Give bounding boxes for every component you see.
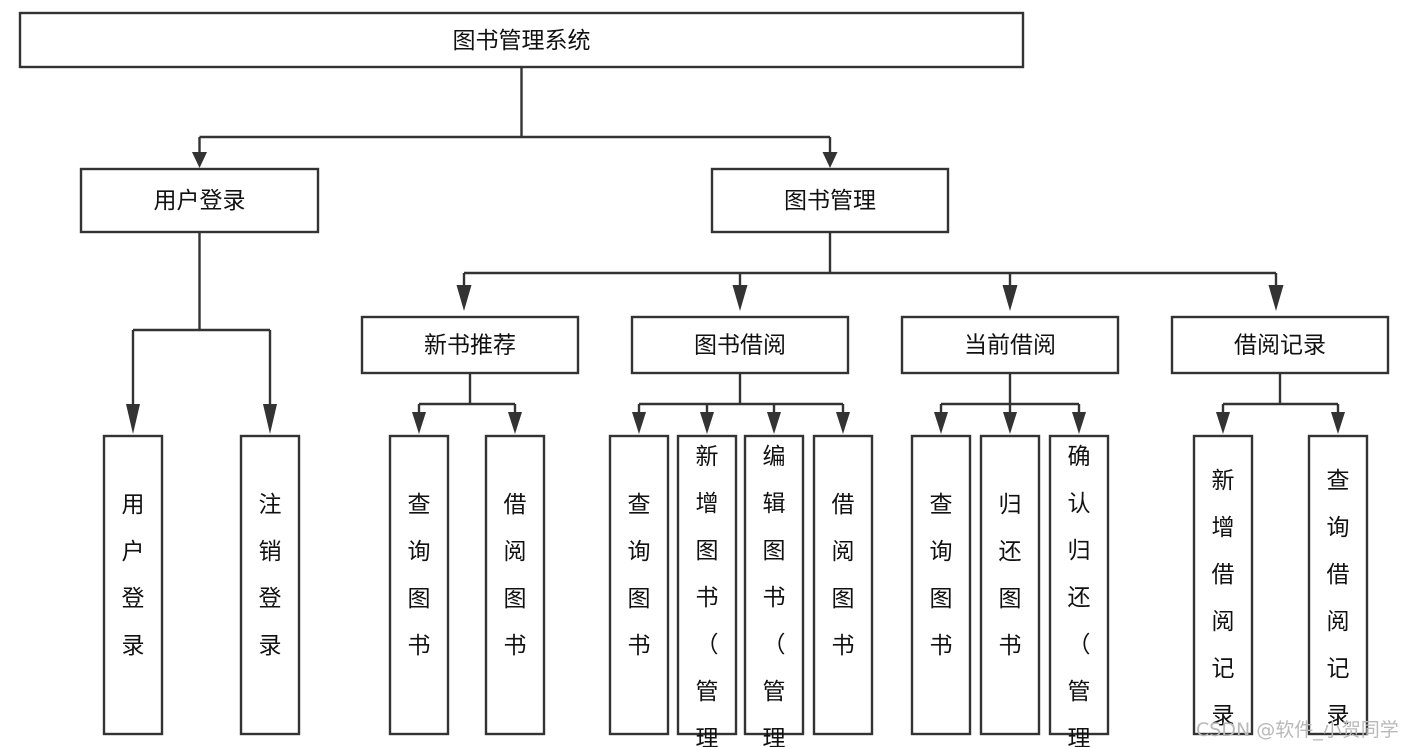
node-leaf-add-book[interactable]: 新增图书（管理员） — [676, 434, 738, 747]
arrowhead-leaf-query-record — [1331, 412, 1345, 434]
node-leaf-query-book-1-box[interactable] — [388, 434, 450, 736]
node-new-book-rec-box[interactable] — [360, 315, 580, 375]
arrowhead-leaf-query-book-1 — [412, 412, 426, 434]
node-leaf-logout-login[interactable]: 注销登录 — [239, 434, 301, 736]
node-current-borrow-box[interactable] — [900, 315, 1120, 375]
arrowhead-book-manage — [822, 152, 838, 168]
node-leaf-borrow-book-1-box[interactable] — [484, 434, 546, 736]
node-leaf-query-book-2[interactable]: 查询图书 — [608, 434, 670, 736]
node-book-borrow-label: 图书借阅 — [694, 333, 786, 359]
node-leaf-confirm-return-box[interactable] — [1048, 434, 1110, 736]
node-leaf-confirm-return[interactable]: 确认归还（管理员） — [1048, 434, 1110, 747]
node-book-manage-box[interactable] — [710, 167, 950, 234]
node-leaf-query-record-box[interactable] — [1307, 434, 1369, 736]
connector-layer — [126, 67, 1345, 434]
node-book-manage[interactable]: 图书管理 — [710, 167, 950, 234]
node-leaf-borrow-book-1[interactable]: 借阅图书 — [484, 434, 546, 736]
node-new-book-rec-label: 新书推荐 — [424, 333, 516, 359]
node-leaf-add-book-label: 新增图书（管理员） — [696, 444, 719, 747]
node-user-login[interactable]: 用户登录 — [79, 167, 320, 234]
node-leaf-query-book-3[interactable]: 查询图书 — [910, 434, 972, 736]
arrowhead-leaf-user-login — [126, 404, 140, 434]
node-leaf-query-record-label: 查询借阅记录 — [1327, 468, 1350, 729]
node-book-manage-label: 图书管理 — [784, 188, 876, 214]
node-leaf-borrow-book-2-label: 借阅图书 — [832, 492, 855, 659]
arrowhead-leaf-edit-book — [767, 412, 781, 434]
node-leaf-edit-book-box[interactable] — [743, 434, 805, 736]
node-user-login-label: 用户登录 — [154, 188, 246, 214]
arrowhead-leaf-query-book-3 — [934, 412, 948, 434]
node-root[interactable]: 图书管理系统 — [18, 11, 1025, 69]
node-leaf-user-login[interactable]: 用户登录 — [102, 434, 164, 736]
leaf-layer: 用户登录 注销登录 查询图书 借阅图书 查询图书 新增图书（管理员） 编辑图书（… — [102, 434, 1369, 747]
node-leaf-logout-login-label: 注销登录 — [259, 492, 282, 659]
arrowhead-user-login — [192, 152, 207, 168]
node-user-login-box[interactable] — [79, 167, 320, 234]
arrowhead-leaf-query-book-2 — [632, 412, 646, 434]
node-current-borrow[interactable]: 当前借阅 — [900, 315, 1120, 375]
node-borrow-record-label: 借阅记录 — [1234, 333, 1326, 359]
arrowhead-current-borrow — [1002, 285, 1018, 311]
csdn-watermark: CSDN @软件_小贺同学 — [1196, 719, 1399, 741]
node-leaf-query-book-1[interactable]: 查询图书 — [388, 434, 450, 736]
node-leaf-borrow-book-2-box[interactable] — [812, 434, 874, 736]
node-book-borrow-box[interactable] — [630, 315, 850, 375]
node-leaf-add-record-box[interactable] — [1192, 434, 1254, 736]
arrowhead-leaf-logout-login — [263, 404, 277, 434]
node-leaf-user-login-box[interactable] — [102, 434, 164, 736]
node-leaf-return-book[interactable]: 归还图书 — [979, 434, 1041, 736]
arrowhead-leaf-borrow-book-2 — [836, 412, 850, 434]
node-leaf-query-book-1-label: 查询图书 — [408, 492, 431, 659]
node-leaf-edit-book[interactable]: 编辑图书（管理员） — [743, 434, 805, 747]
arrowhead-leaf-add-record — [1216, 412, 1230, 434]
node-leaf-query-record[interactable]: 查询借阅记录 — [1307, 434, 1369, 736]
node-leaf-add-book-box[interactable] — [676, 434, 738, 736]
node-leaf-add-record-label: 新增借阅记录 — [1212, 468, 1235, 729]
node-book-borrow[interactable]: 图书借阅 — [630, 315, 850, 375]
node-leaf-borrow-book-2[interactable]: 借阅图书 — [812, 434, 874, 736]
node-leaf-query-book-3-label: 查询图书 — [930, 492, 953, 659]
node-leaf-query-book-2-label: 查询图书 — [628, 492, 651, 659]
arrowhead-leaf-borrow-book-1 — [508, 412, 522, 434]
node-leaf-return-book-label: 归还图书 — [999, 492, 1022, 659]
node-leaf-query-book-3-box[interactable] — [910, 434, 972, 736]
node-current-borrow-label: 当前借阅 — [964, 333, 1056, 359]
node-leaf-confirm-return-label: 确认归还（管理员） — [1068, 444, 1091, 747]
arrowhead-leaf-confirm-return — [1072, 412, 1086, 434]
node-new-book-rec[interactable]: 新书推荐 — [360, 315, 580, 375]
node-borrow-record-box[interactable] — [1170, 315, 1390, 375]
arrowhead-borrow-record — [1268, 285, 1284, 311]
node-borrow-record[interactable]: 借阅记录 — [1170, 315, 1390, 375]
node-leaf-return-book-box[interactable] — [979, 434, 1041, 736]
arrowhead-leaf-add-book — [700, 412, 714, 434]
node-leaf-logout-login-box[interactable] — [239, 434, 301, 736]
node-leaf-borrow-book-1-label: 借阅图书 — [504, 492, 527, 659]
node-leaf-add-record[interactable]: 新增借阅记录 — [1192, 434, 1254, 736]
node-leaf-user-login-label: 用户登录 — [122, 492, 145, 659]
node-leaf-query-book-2-box[interactable] — [608, 434, 670, 736]
arrowhead-leaf-return-book — [1003, 412, 1017, 434]
node-root-label: 图书管理系统 — [453, 28, 591, 54]
node-root-box[interactable] — [18, 11, 1025, 69]
arrowhead-book-borrow — [732, 285, 748, 311]
node-leaf-edit-book-label: 编辑图书（管理员） — [763, 444, 786, 747]
arrowhead-new-book-rec — [456, 285, 472, 311]
